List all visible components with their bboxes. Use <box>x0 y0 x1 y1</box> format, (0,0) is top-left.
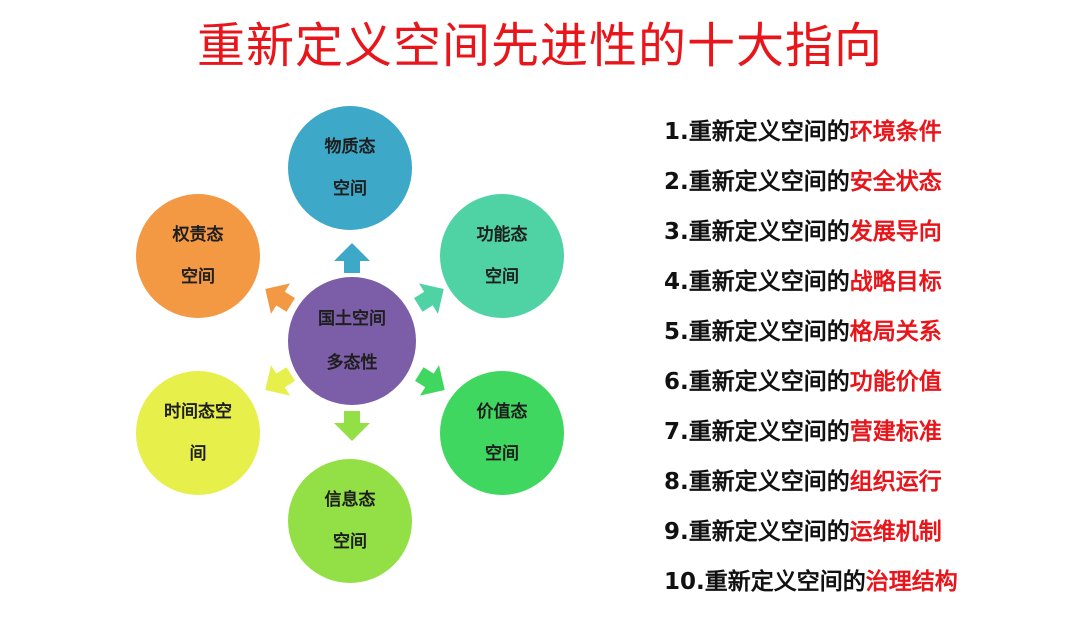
list-item-prefix: 2.重新定义空间的 <box>664 169 850 195</box>
list-item: 3.重新定义空间的发展导向 <box>664 207 958 257</box>
node-material-space: 物质态 空间 <box>288 106 412 230</box>
list-item: 6.重新定义空间的功能价值 <box>664 357 958 407</box>
node-value-space: 价值态 空间 <box>440 371 564 495</box>
node-label-line1: 权责态 <box>172 225 224 245</box>
arrow-up-icon <box>332 241 372 275</box>
node-label-line2: 空间 <box>333 532 367 552</box>
center-node-line1: 国土空间 <box>318 309 386 329</box>
node-label-line1: 时间态空 <box>164 402 232 422</box>
node-information-space: 信息态 空间 <box>288 459 412 583</box>
node-label-line1: 价值态 <box>476 402 528 422</box>
list-item-highlight: 运维机制 <box>849 519 942 545</box>
list-item: 1.重新定义空间的环境条件 <box>664 107 958 157</box>
list-item: 7.重新定义空间的营建标准 <box>664 407 958 457</box>
center-node-line2: 多态性 <box>326 353 378 373</box>
page-title: 重新定义空间先进性的十大指向 <box>196 18 883 74</box>
list-item-prefix: 7.重新定义空间的 <box>664 419 850 445</box>
list-item-highlight: 组织运行 <box>849 469 942 495</box>
list-item-highlight: 格局关系 <box>849 319 942 345</box>
list-item-prefix: 1.重新定义空间的 <box>664 119 850 145</box>
node-label-line2: 间 <box>189 444 207 464</box>
list-item: 2.重新定义空间的安全状态 <box>664 157 958 207</box>
node-label-line2: 空间 <box>181 267 215 287</box>
arrow-upper-right-icon <box>406 271 456 323</box>
node-label-line1: 物质态 <box>324 137 376 157</box>
node-label-line2: 空间 <box>485 267 519 287</box>
list-item-prefix: 8.重新定义空间的 <box>664 469 850 495</box>
list-item-highlight: 功能价值 <box>849 369 942 395</box>
node-function-space: 功能态 空间 <box>440 194 564 318</box>
list-item-highlight: 环境条件 <box>849 119 942 145</box>
list-item-highlight: 治理结构 <box>865 569 958 595</box>
arrow-upper-left-icon <box>253 271 303 323</box>
list-item: 10.重新定义空间的治理结构 <box>664 557 958 607</box>
list-item: 5.重新定义空间的格局关系 <box>664 307 958 357</box>
node-power-space: 权责态 空间 <box>136 194 260 318</box>
node-time-space: 时间态空 间 <box>136 371 260 495</box>
list-item: 9.重新定义空间的运维机制 <box>664 507 958 557</box>
directions-list: 1.重新定义空间的环境条件 2.重新定义空间的安全状态 3.重新定义空间的发展导… <box>664 107 958 607</box>
node-label-line1: 功能态 <box>476 225 528 245</box>
node-label-line1: 信息态 <box>324 490 376 510</box>
arrow-down-icon <box>332 409 372 443</box>
polymorphism-diagram: 国土空间 多态性 物质态 空间 功能态 空间 价值态 空间 信息态 空间 时间态… <box>120 95 620 595</box>
list-item-prefix: 3.重新定义空间的 <box>664 219 850 245</box>
list-item-prefix: 6.重新定义空间的 <box>664 369 850 395</box>
center-node-territorial-space: 国土空间 多态性 <box>288 277 416 405</box>
list-item-highlight: 战略目标 <box>849 269 942 295</box>
list-item-highlight: 发展导向 <box>849 219 942 245</box>
list-item: 4.重新定义空间的战略目标 <box>664 257 958 307</box>
list-item-highlight: 营建标准 <box>849 419 942 445</box>
node-label-line2: 空间 <box>333 179 367 199</box>
arrow-lower-right-icon <box>407 356 457 408</box>
list-item-highlight: 安全状态 <box>849 169 942 195</box>
list-item-prefix: 10.重新定义空间的 <box>664 569 866 595</box>
list-item: 8.重新定义空间的组织运行 <box>664 457 958 507</box>
list-item-prefix: 9.重新定义空间的 <box>664 519 850 545</box>
list-item-prefix: 4.重新定义空间的 <box>664 269 850 295</box>
list-item-prefix: 5.重新定义空间的 <box>664 319 850 345</box>
node-label-line2: 空间 <box>485 444 519 464</box>
arrow-lower-left-icon <box>253 356 303 408</box>
